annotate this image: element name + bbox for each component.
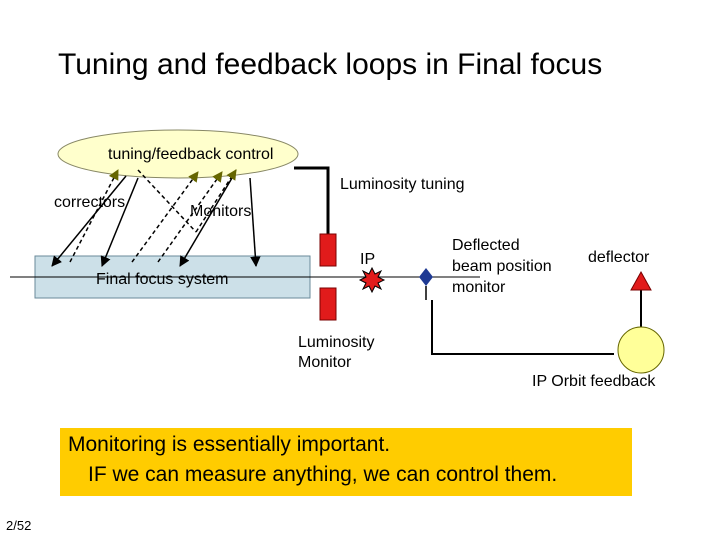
callout-line-1: Monitoring is essentially important. (68, 433, 391, 456)
monitor-arrow (137, 169, 197, 233)
corrector-arrow (249, 177, 261, 268)
monitor-arrow (69, 169, 119, 263)
slide-title: Tuning and feedback loops in Final focus (58, 48, 603, 81)
monitors-label: Monitors (190, 203, 252, 220)
ip-star-icon (358, 266, 386, 294)
orbit-feedback-line (431, 300, 614, 355)
deflected-monitor-label: Deflected beam position monitor (452, 237, 552, 296)
luminosity-tuning-line (294, 166, 330, 234)
bpm-marker-icon (419, 268, 433, 286)
page-number: 2/52 (6, 518, 32, 533)
correctors-label: correctors (54, 194, 126, 211)
callout-box: Monitoring is essentially important. IF … (60, 428, 632, 496)
monitor-arrow (131, 171, 199, 263)
luminosity-monitor-label: Luminosity Monitor (298, 334, 375, 371)
monitor-arrow (157, 171, 223, 263)
monitor-arrow (195, 169, 237, 233)
control-ellipse (57, 129, 299, 179)
deflector-label: deflector (588, 249, 650, 266)
corrector-arrow (100, 177, 139, 267)
callout-line-2: IF we can measure anything, we can contr… (88, 463, 558, 486)
luminosity-tuning-label: Luminosity tuning (340, 176, 465, 193)
control-ellipse-label: tuning/feedback control (108, 146, 274, 163)
final-focus-label: Final focus system (96, 271, 229, 288)
corrector-arrow (179, 177, 233, 267)
corrector-arrow (51, 175, 127, 267)
deflector-icon (630, 270, 652, 291)
final-quad-lower (319, 287, 337, 321)
ip-label: IP (360, 251, 376, 268)
ip-orbit-feedback-label: IP Orbit feedback (532, 373, 656, 390)
final-quad-upper (319, 233, 337, 267)
feedback-controller-icon (617, 326, 665, 374)
